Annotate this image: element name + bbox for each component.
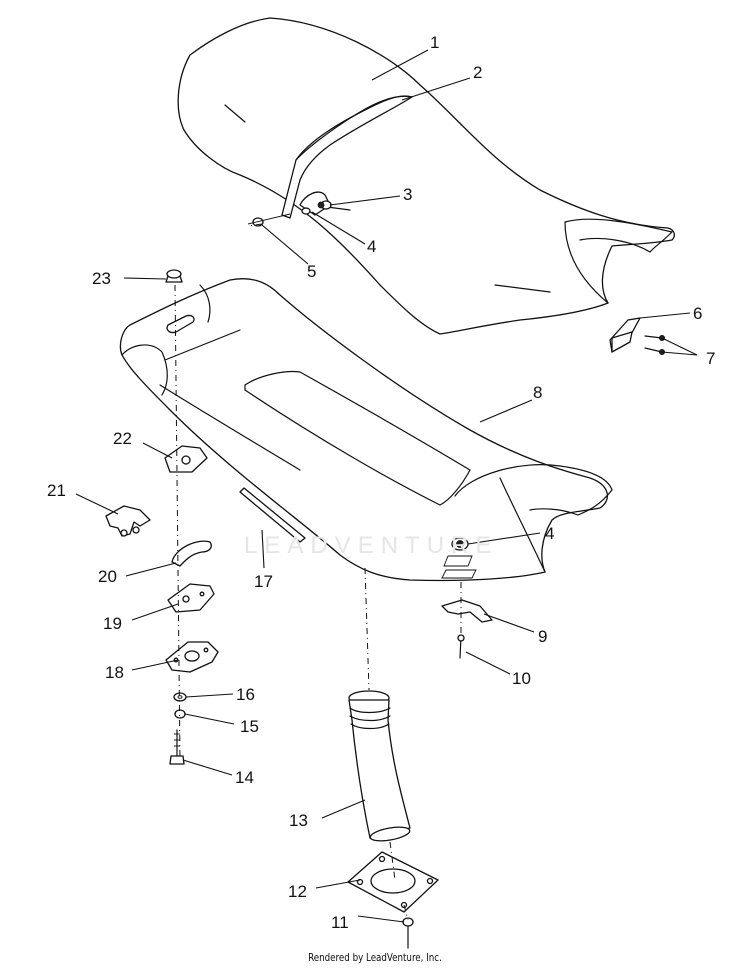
grommet-part-23 xyxy=(165,269,183,283)
seat-pan-part-8 xyxy=(119,278,613,582)
callout-3: 3 xyxy=(403,185,413,204)
alignment-lines xyxy=(174,223,462,921)
callout-11: 11 xyxy=(331,913,349,932)
callout-8: 8 xyxy=(533,383,543,402)
footer-credit: Rendered by LeadVenture, Inc. xyxy=(308,951,442,964)
lock-washer-part-15 xyxy=(174,709,186,719)
callout-17: 17 xyxy=(254,572,273,591)
callout-4-lower: 4 xyxy=(545,524,555,543)
washer-part-4-lower xyxy=(441,537,477,579)
tube-part-13 xyxy=(348,690,411,842)
callout-15: 15 xyxy=(240,717,259,736)
callout-1: 1 xyxy=(430,33,440,52)
latch-base-part-18 xyxy=(165,641,219,673)
callout-18: 18 xyxy=(105,663,124,682)
callout-7: 7 xyxy=(706,349,716,368)
callout-22: 22 xyxy=(113,429,132,448)
callout-2: 2 xyxy=(473,63,483,82)
plate-part-19 xyxy=(167,583,215,613)
callout-5: 5 xyxy=(307,262,317,281)
screw-part-11 xyxy=(402,917,414,949)
bolt-part-14 xyxy=(169,729,185,765)
callout-21: 21 xyxy=(47,481,66,500)
watermark-text: LEADVENTURE xyxy=(244,532,499,559)
flange-plate-part-12 xyxy=(347,851,439,913)
callout-20: 20 xyxy=(98,567,117,586)
spring-clip-part-20 xyxy=(171,540,212,567)
callout-19: 19 xyxy=(103,614,122,633)
washer-part-16 xyxy=(173,692,187,702)
callout-16: 16 xyxy=(236,685,255,704)
latch-part-21 xyxy=(105,505,151,537)
callout-4-upper: 4 xyxy=(367,237,377,256)
callout-14: 14 xyxy=(235,768,254,787)
seat-clip-part-6 xyxy=(609,317,666,355)
trim-strip-part-17 xyxy=(239,487,306,543)
callout-13: 13 xyxy=(289,811,308,830)
seat-part-1 xyxy=(177,17,675,335)
callout-23: 23 xyxy=(92,269,111,288)
bracket-part-9 xyxy=(441,599,493,623)
latch-block-part-22 xyxy=(164,445,208,473)
callout-6: 6 xyxy=(693,304,703,323)
callout-10: 10 xyxy=(512,669,531,688)
screw-part-10 xyxy=(457,634,465,659)
leader-lines xyxy=(75,49,698,923)
callout-9: 9 xyxy=(538,627,548,646)
callout-12: 12 xyxy=(288,882,307,901)
